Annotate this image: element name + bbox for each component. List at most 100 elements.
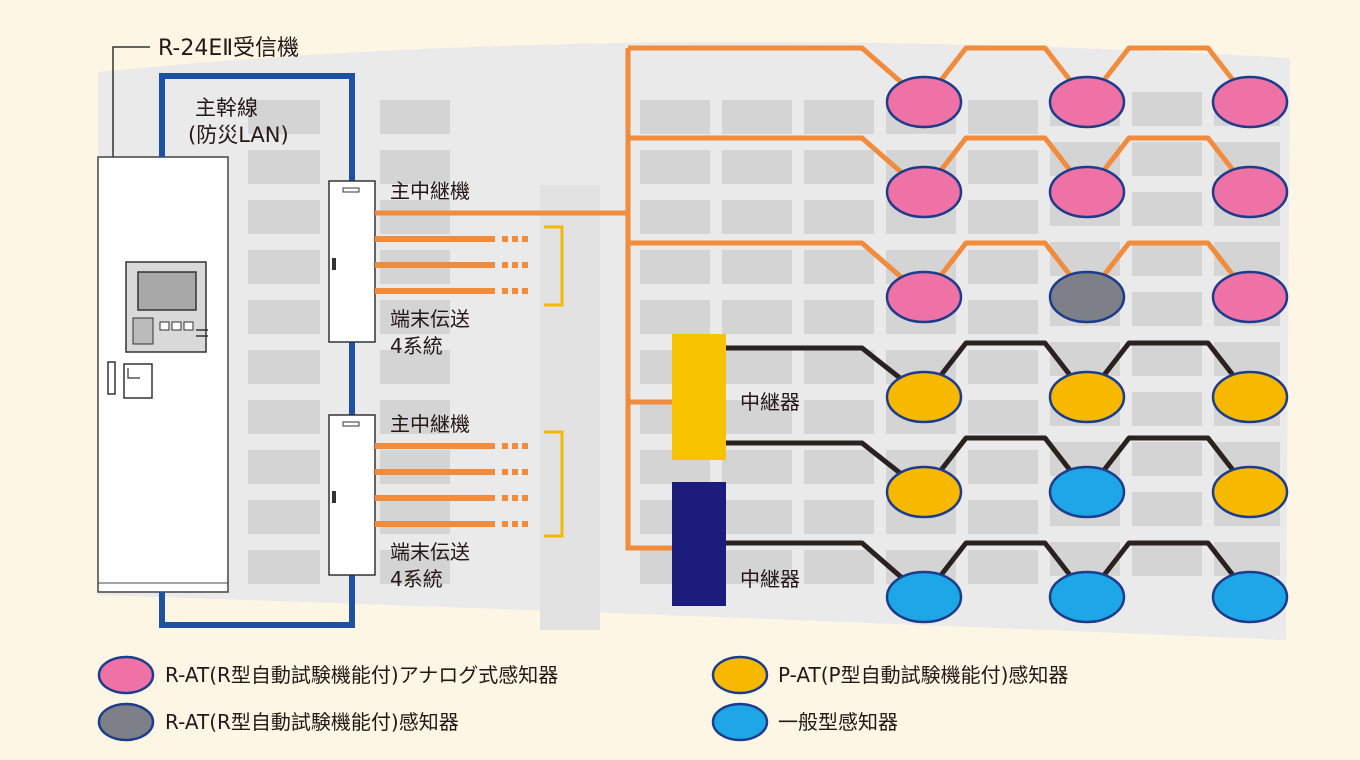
window-panel: [968, 400, 1038, 434]
receiver-cabinet[interactable]: [97, 156, 229, 593]
detector-r-at-analog[interactable]: [1211, 75, 1289, 129]
legend-label-p-at: P-AT(P型自動試験機能付)感知器: [778, 663, 1068, 687]
window-panel: [640, 100, 710, 134]
window-panel: [380, 100, 450, 134]
window-panel: [1132, 292, 1202, 326]
receiver-label: R-24EⅡ受信機: [158, 36, 299, 61]
relay-yellow[interactable]: [672, 334, 726, 460]
window-panel: [640, 250, 710, 284]
window-panel: [722, 550, 792, 584]
window-panel: [722, 400, 792, 434]
window-panel: [640, 200, 710, 234]
relay-yellow-label: 中継器: [740, 390, 800, 414]
window-panel: [804, 200, 874, 234]
window-panel: [1132, 392, 1202, 426]
terminal-sublabel-2: 4系統: [390, 567, 443, 591]
main-relay-unit-2[interactable]: [328, 414, 376, 576]
terminal-lines-2: [375, 443, 532, 527]
receiver-plate: [123, 363, 153, 399]
relay-navy-label: 中継器: [740, 567, 800, 591]
window-panel: [968, 350, 1038, 384]
window-panel: [968, 300, 1038, 334]
window-panel: [380, 350, 450, 384]
window-panel: [1214, 242, 1280, 276]
window-panel: [722, 200, 792, 234]
window-panel: [248, 550, 320, 584]
detector-general[interactable]: [1048, 465, 1126, 519]
receiver-control-panel[interactable]: [125, 261, 208, 353]
terminal-bracket-1: [544, 225, 564, 307]
window-panel: [722, 450, 792, 484]
detector-row-line: [628, 240, 1252, 300]
terminal-sublabel-1: 4系統: [390, 334, 443, 358]
detector-r-at-analog[interactable]: [1048, 75, 1126, 129]
detector-general[interactable]: [885, 570, 963, 624]
main-line-sublabel: (防災LAN): [188, 123, 289, 147]
detector-r-at[interactable]: [1048, 270, 1126, 324]
window-panel: [248, 350, 320, 384]
detector-row-line: [726, 540, 1252, 600]
detector-general[interactable]: [1211, 570, 1289, 624]
legend-label-r-at-analog: R-AT(R型自動試験機能付)アナログ式感知器: [165, 663, 558, 687]
window-panel: [722, 250, 792, 284]
main-line-label: 主幹線: [195, 96, 258, 120]
window-panel: [722, 150, 792, 184]
receiver-handle[interactable]: [107, 361, 116, 395]
window-panel: [380, 150, 450, 184]
window-panel: [804, 300, 874, 334]
detector-p-at[interactable]: [1211, 465, 1289, 519]
window-panel: [804, 550, 874, 584]
legend-swatch-p-at: [711, 655, 769, 695]
terminal-label-1: 端末伝送: [390, 307, 470, 331]
detector-general[interactable]: [1048, 570, 1126, 624]
detector-r-at-analog[interactable]: [885, 270, 963, 324]
window-panel: [968, 500, 1038, 534]
window-panel: [380, 200, 450, 234]
window-panel: [804, 450, 874, 484]
window-panel: [804, 350, 874, 384]
window-panel: [804, 250, 874, 284]
detector-p-at[interactable]: [885, 465, 963, 519]
detector-row-line: [628, 45, 1252, 105]
main-trunk-line: [159, 73, 355, 628]
window-panel: [722, 300, 792, 334]
main-relay-label-1: 主中継機: [390, 179, 470, 203]
legend-label-r-at: R-AT(R型自動試験機能付)感知器: [165, 710, 459, 734]
window-panel: [968, 150, 1038, 184]
legend-label-general: 一般型感知器: [778, 710, 898, 734]
window-panel: [968, 550, 1038, 584]
detector-r-at-analog[interactable]: [885, 75, 963, 129]
window-panel: [640, 300, 710, 334]
window-panel: [804, 150, 874, 184]
window-panel: [968, 100, 1038, 134]
detector-p-at[interactable]: [885, 370, 963, 424]
detector-row-line: [726, 435, 1252, 495]
detector-r-at-analog[interactable]: [1211, 270, 1289, 324]
window-panel: [968, 200, 1038, 234]
detector-r-at-analog[interactable]: [1211, 165, 1289, 219]
window-panel: [1132, 442, 1202, 476]
detector-r-at-analog[interactable]: [1048, 165, 1126, 219]
window-panel: [722, 500, 792, 534]
window-panel: [380, 400, 450, 434]
window-panel: [722, 100, 792, 134]
window-panel: [380, 550, 450, 584]
main-relay-unit-1[interactable]: [328, 180, 376, 343]
detector-row-line: [726, 340, 1252, 400]
legend-swatch-general: [711, 702, 769, 742]
window-panel: [1214, 342, 1280, 376]
detector-p-at[interactable]: [1048, 370, 1126, 424]
relay-navy[interactable]: [672, 482, 726, 606]
window-panel: [1132, 342, 1202, 376]
window-panel: [248, 250, 320, 284]
detector-p-at[interactable]: [1211, 370, 1289, 424]
detector-r-at-analog[interactable]: [885, 165, 963, 219]
window-panel: [640, 150, 710, 184]
window-panel: [1132, 492, 1202, 526]
detector-row-line: [628, 135, 1252, 195]
window-panel: [380, 300, 450, 334]
window-panel: [1132, 542, 1202, 576]
terminal-label-2: 端末伝送: [390, 540, 470, 564]
window-panel: [722, 350, 792, 384]
